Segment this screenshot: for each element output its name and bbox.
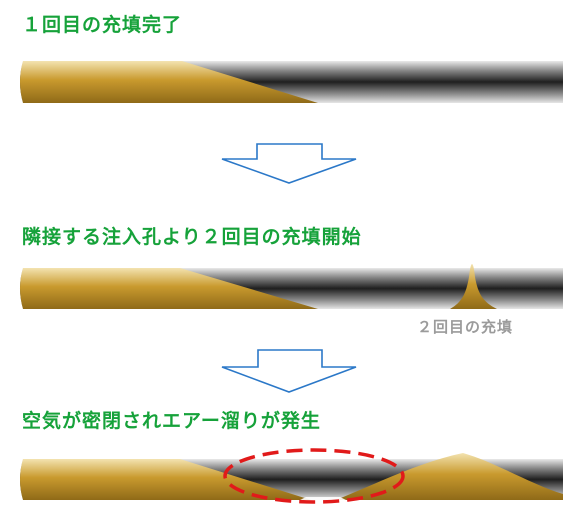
air-pocket bbox=[300, 497, 346, 500]
second-fill-grout bbox=[450, 264, 497, 309]
step-2-heading: 隣接する注入孔より２回目の充填開始 bbox=[22, 226, 362, 248]
grout-fill bbox=[20, 268, 318, 309]
step-3-heading: 空気が密閉されエアー溜りが発生 bbox=[22, 410, 321, 432]
grout-fill-right bbox=[336, 453, 563, 500]
down-arrow-icon bbox=[221, 349, 357, 393]
step-1-heading: １回目の充填完了 bbox=[22, 14, 183, 36]
second-fill-caption: ２回目の充填 bbox=[417, 318, 514, 336]
down-arrow-icon bbox=[221, 143, 357, 184]
pipe-stage-3 bbox=[20, 453, 563, 500]
air-pocket-highlight bbox=[223, 448, 405, 504]
pipe-stage-1 bbox=[20, 61, 563, 103]
pipe-stage-2 bbox=[20, 264, 563, 309]
grout-fill bbox=[20, 61, 318, 103]
